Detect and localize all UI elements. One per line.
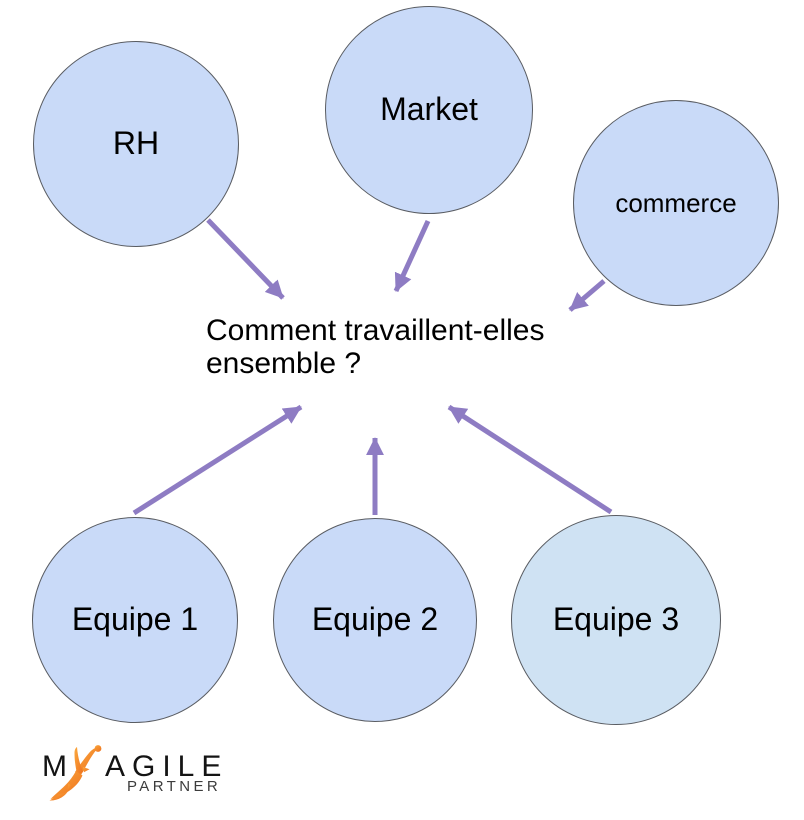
logo-word-partner: PARTNER — [127, 778, 222, 795]
node-equipe-3-label: Equipe 3 — [552, 601, 680, 638]
logo-letter-m: M — [42, 750, 67, 783]
node-market: Market — [325, 6, 533, 214]
question-text: Comment travaillent-elles ensemble ? — [206, 314, 586, 380]
gecko-icon — [49, 745, 102, 801]
node-equipe-1: Equipe 1 — [32, 517, 238, 723]
arrow-from-market — [393, 219, 431, 293]
node-equipe-2-label: Equipe 2 — [311, 601, 439, 638]
arrow-from-commerce — [568, 279, 606, 312]
node-equipe-3: Equipe 3 — [511, 515, 721, 725]
node-equipe-1-label: Equipe 1 — [71, 601, 199, 638]
arrow-from-equipe-3 — [447, 404, 613, 515]
node-commerce-label: commerce — [615, 187, 737, 218]
question-line-1: Comment travaillent-elles — [206, 314, 545, 347]
my-agile-partner-logo: M — [40, 742, 250, 806]
node-equipe-2: Equipe 2 — [273, 518, 477, 722]
arrow-from-equipe-1 — [132, 404, 303, 516]
node-rh: RH — [33, 41, 239, 247]
logo-word-agile: AGILE — [105, 750, 229, 783]
node-rh-label: RH — [112, 125, 160, 162]
question-line-2: ensemble ? — [206, 347, 362, 380]
arrow-from-rh — [206, 218, 285, 300]
node-market-label: Market — [380, 91, 478, 128]
node-commerce: commerce — [573, 100, 779, 306]
